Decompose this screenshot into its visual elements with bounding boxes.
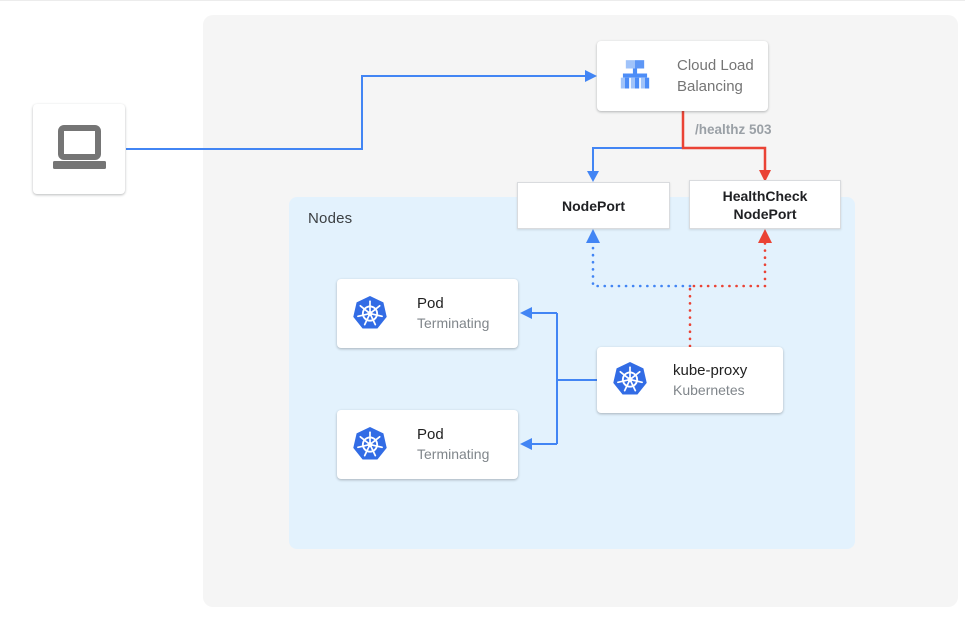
- kube-proxy-subtitle: Kubernetes: [673, 381, 745, 398]
- pod-title: Pod: [417, 426, 444, 443]
- nodeport-box: NodePort: [517, 182, 670, 229]
- clb-label-line2: Balancing: [677, 78, 743, 95]
- healthz-status-label: /healthz 503: [695, 122, 772, 137]
- kubernetes-icon: [353, 295, 387, 328]
- pod-label-group: Pod Terminating: [417, 294, 489, 333]
- kubernetes-icon: [353, 426, 387, 459]
- pod-card: Pod Terminating: [337, 410, 518, 479]
- kube-proxy-card: kube-proxy Kubernetes: [597, 347, 783, 413]
- pod-label-group: Pod Terminating: [417, 425, 489, 464]
- pod-status: Terminating: [417, 446, 490, 462]
- pod-title: Pod: [417, 295, 444, 312]
- laptop-icon: [53, 125, 106, 169]
- kubernetes-icon: [613, 361, 647, 395]
- load-balancer-icon: [620, 60, 650, 89]
- kube-proxy-label-group: kube-proxy Kubernetes: [673, 361, 747, 400]
- client-device-card: [33, 104, 125, 194]
- pod-status: Terminating: [417, 315, 490, 331]
- clb-label-line1: Cloud Load: [677, 57, 754, 74]
- pod-card: Pod Terminating: [337, 279, 518, 348]
- healthcheck-nodeport-box: HealthCheck NodePort: [689, 180, 841, 229]
- nodeport-label: NodePort: [562, 197, 625, 214]
- clb-label: Cloud Load Balancing: [677, 55, 754, 97]
- kube-proxy-title: kube-proxy: [673, 361, 748, 379]
- healthcheck-label-line2: NodePort: [733, 205, 797, 222]
- nodes-label: Nodes: [308, 210, 353, 227]
- cloud-load-balancing-card: Cloud Load Balancing: [597, 41, 768, 111]
- healthcheck-label-line1: HealthCheck: [722, 187, 808, 204]
